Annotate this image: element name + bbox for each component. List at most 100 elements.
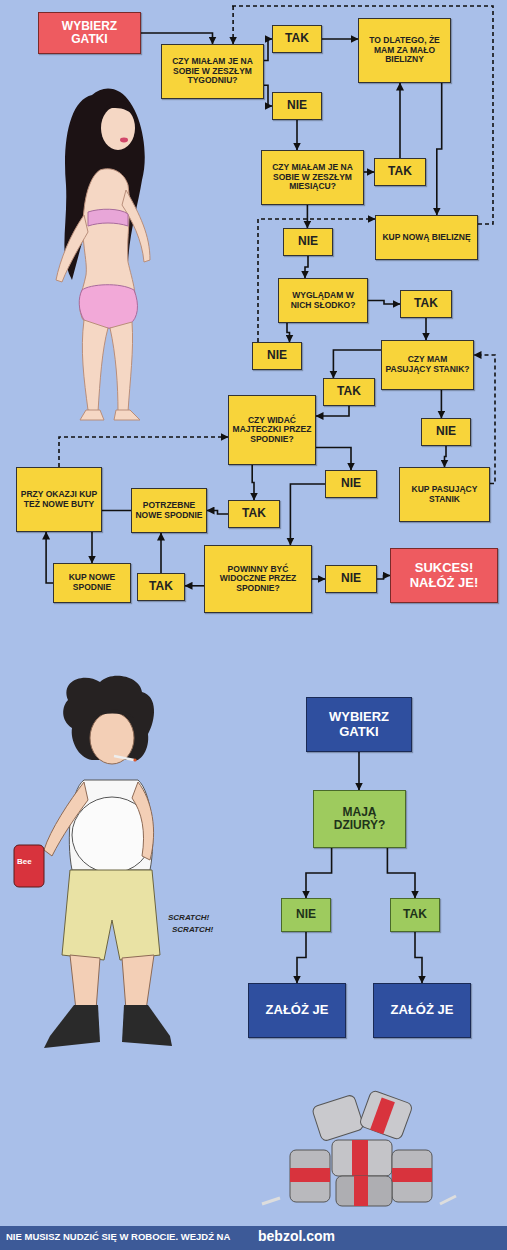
connector-arrow	[59, 437, 228, 467]
connector-arrow	[297, 932, 306, 983]
connector-arrow	[399, 83, 401, 158]
node-text: NIE	[338, 572, 364, 585]
connector-arrow	[322, 38, 358, 40]
connector-arrow	[252, 465, 254, 500]
node-text: CZY WIDAĆ MAJTECZKI PRZEZ SPODNIE?	[229, 416, 315, 445]
question-box: KUP NOWE SPODNIE	[53, 563, 131, 603]
connector-arrow	[474, 355, 495, 484]
connector-arrow	[316, 406, 349, 416]
node-text: NIE	[264, 349, 290, 362]
decision-box: MAJĄ DZIURY?	[313, 790, 406, 848]
node-text: PRZY OKAZJI KUP TEŻ NOWE BUTY	[17, 490, 101, 509]
connector-arrow	[160, 533, 162, 573]
connector-arrow	[307, 205, 309, 228]
connector-arrow	[358, 752, 360, 790]
node-text: NIE	[295, 235, 321, 248]
node-text: POWINNY BYĆ WIDOCZNE PRZEZ SPODNIE?	[205, 565, 311, 594]
question-box: CZY WIDAĆ MAJTECZKI PRZEZ SPODNIE?	[228, 395, 316, 465]
node-text: WYBIERZ GATKI	[39, 20, 140, 47]
answer-box: TAK	[137, 573, 185, 601]
scratch-text: SCRATCH!	[168, 914, 209, 923]
question-box: CZY MAM PASUJĄCY STANIK?	[381, 340, 474, 390]
end-box: SUKCES! NAŁÓŻ JE!	[390, 548, 498, 603]
connector-arrow	[264, 39, 272, 61]
node-text: TAK	[282, 32, 312, 45]
connector-arrow	[441, 390, 443, 418]
node-text: TAK	[146, 580, 176, 593]
connector-arrow	[46, 532, 53, 583]
question-box: KUP NOWĄ BIELIZNĘ	[375, 215, 478, 260]
question-box: POWINNY BYĆ WIDOCZNE PRZEZ SPODNIE?	[204, 545, 312, 613]
node-text: KUP PASUJĄCY STANIK	[400, 485, 489, 504]
node-text: TAK	[334, 385, 364, 398]
question-box: CZY MIAŁAM JE NA SOBIE W ZESZŁYM MIESIĄC…	[261, 150, 364, 205]
question-box: WYGLĄDAM W NICH SŁODKO?	[278, 278, 368, 323]
connector-arrow	[437, 83, 442, 215]
connector-arrow	[387, 848, 415, 898]
node-text: CZY MIAŁAM JE NA SOBIE W ZESZŁYM TYGODNI…	[162, 57, 263, 86]
connector-arrow	[377, 576, 390, 580]
connector-arrow	[296, 120, 298, 150]
node-text: POTRZEBNE NOWE SPODNIE	[132, 501, 206, 520]
node-text: TAK	[400, 908, 430, 921]
can-pile	[262, 1090, 456, 1206]
connector-arrow	[258, 219, 375, 342]
answer-box: TAK	[272, 25, 322, 53]
node-text: CZY MIAŁAM JE NA SOBIE W ZESZŁYM MIESIĄC…	[262, 163, 363, 192]
connector-arrow	[231, 6, 493, 224]
answer-box: TAK	[400, 290, 452, 318]
connector-arrow	[415, 932, 422, 983]
node-text: SUKCES! NAŁÓŻ JE!	[391, 561, 497, 590]
footer-text: NIE MUSISZ NUDZIĆ SIĘ W ROBOCIE. WEJDŹ N…	[6, 1232, 230, 1243]
node-text: NIE	[293, 908, 319, 921]
process-box: ZAŁÓŻ JE	[248, 983, 346, 1038]
connector-arrow	[306, 848, 332, 898]
node-text: KUP NOWE SPODNIE	[54, 573, 130, 592]
node-text: ZAŁÓŻ JE	[388, 1003, 457, 1018]
connector-arrow	[290, 484, 325, 545]
node-text: CZY MAM PASUJĄCY STANIK?	[382, 355, 473, 374]
answer-box: TAK	[390, 898, 440, 932]
connector-arrow	[425, 318, 427, 340]
connector-arrow	[305, 256, 308, 278]
answer-box: NIE	[272, 92, 322, 120]
question-box: KUP PASUJĄCY STANIK	[399, 467, 490, 522]
answer-box: NIE	[421, 418, 471, 446]
answer-box: NIE	[325, 470, 377, 498]
man-figure	[14, 676, 172, 1048]
process-box: WYBIERZ GATKI	[306, 697, 412, 752]
connector-arrow	[264, 85, 272, 106]
node-text: KUP NOWĄ BIELIZNĘ	[379, 233, 473, 243]
answer-box: TAK	[374, 158, 426, 186]
connector-arrow	[364, 171, 374, 173]
node-text: WYGLĄDAM W NICH SŁODKO?	[279, 291, 367, 310]
connector-arrow	[312, 578, 325, 580]
scratch-text: SCRATCH!	[172, 926, 213, 935]
node-text: ZAŁÓŻ JE	[263, 1003, 332, 1018]
question-box: PRZY OKAZJI KUP TEŻ NOWE BUTY	[16, 467, 102, 532]
node-text: NIE	[284, 99, 310, 112]
node-text: NIE	[338, 477, 364, 490]
connector-arrow	[207, 511, 228, 515]
node-text: TAK	[385, 165, 415, 178]
process-box: ZAŁÓŻ JE	[373, 983, 471, 1038]
answer-box: NIE	[283, 228, 333, 256]
node-text: TAK	[411, 297, 441, 310]
answer-box: NIE	[325, 565, 377, 593]
answer-box: TAK	[323, 378, 375, 406]
question-box: TO DLATEGO, ŻE MAM ZA MAŁO BIELIZNY	[358, 18, 451, 83]
question-box: POTRZEBNE NOWE SPODNIE	[131, 488, 207, 533]
connector-arrow	[368, 301, 400, 305]
woman-figure	[56, 88, 150, 420]
answer-box: NIE	[252, 342, 302, 370]
question-box: CZY MIAŁAM JE NA SOBIE W ZESZŁYM TYGODNI…	[161, 44, 264, 99]
node-text: NIE	[433, 425, 459, 438]
connector-arrow	[316, 448, 351, 471]
node-text: TO DLATEGO, ŻE MAM ZA MAŁO BIELIZNY	[359, 36, 450, 65]
connector-arrow	[141, 33, 213, 44]
start-box: WYBIERZ GATKI	[38, 12, 141, 54]
connector-arrow	[445, 446, 447, 467]
connector-arrow	[287, 323, 290, 342]
